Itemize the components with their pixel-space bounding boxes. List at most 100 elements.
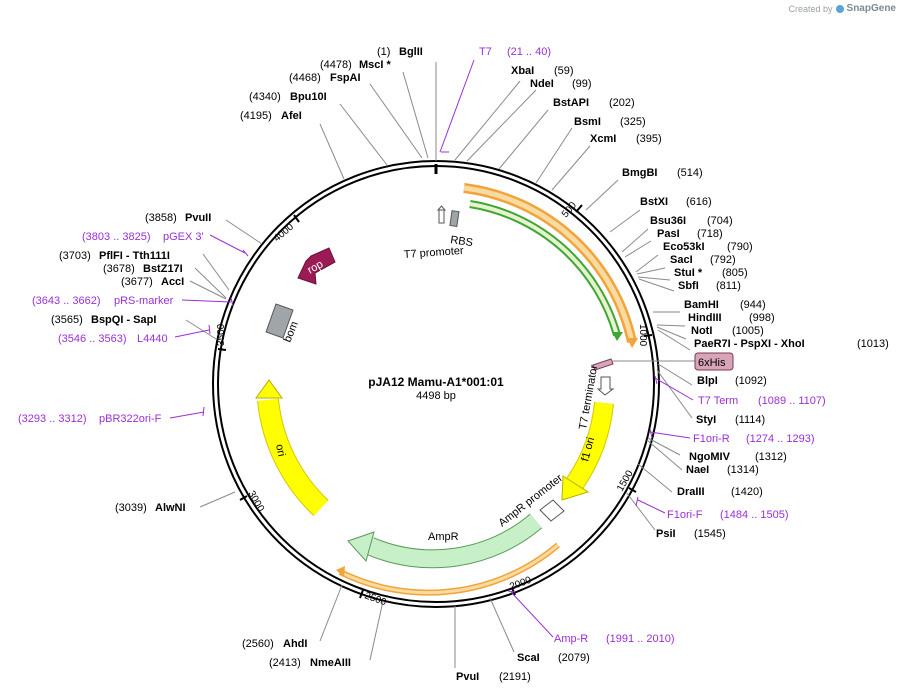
site-pasi-pos: (718)	[697, 228, 723, 240]
insert-orf-arrowhead	[627, 338, 638, 348]
svg-text:3000: 3000	[245, 489, 266, 514]
site-hindiii: HindIII	[688, 312, 722, 324]
site-bglii-pos: (1)	[377, 46, 390, 58]
snapgene-logo-text: SnapGene	[846, 3, 896, 14]
t7-promoter-feature	[436, 205, 447, 224]
site-psii-pos: (1545)	[694, 528, 726, 540]
site-naei-pos: (1314)	[727, 464, 759, 476]
site-hindiii-pos: (998)	[749, 312, 775, 324]
site-fspai: FspAI	[330, 72, 361, 84]
insert-gene-arrowhead	[612, 332, 623, 341]
svg-text:4000: 4000	[272, 221, 296, 244]
site-bspqi-sapi: BspQI - SapI	[91, 314, 156, 326]
site-paer7i-pspxi-xhoi: PaeR7I - PspXI - XhoI	[694, 338, 805, 350]
primer-f1ori-r-range: (1274 .. 1293)	[746, 433, 815, 445]
primer-f1ori-f: F1ori-F	[667, 509, 703, 521]
site-ahdi: AhdI	[283, 638, 307, 650]
site-fspai-pos: (4468)	[289, 72, 321, 84]
site-xbai-pos: (59)	[554, 65, 574, 77]
site-styi-pos: (1114)	[735, 414, 765, 426]
site-eco53ki: Eco53kI	[663, 241, 705, 253]
site-scai: ScaI	[517, 652, 540, 664]
site-eco53ki-pos: (790)	[727, 241, 753, 253]
site-xcmi-pos: (395)	[636, 133, 662, 145]
site-bpu10i: Bpu10I	[290, 91, 327, 103]
site-sbfi: SbfI	[678, 280, 699, 292]
site-bstapi-pos: (202)	[609, 97, 635, 109]
insert-orf-arc-inner	[463, 185, 635, 343]
site-bamhi: BamHI	[684, 299, 719, 311]
site-afei-pos: (4195)	[240, 110, 272, 122]
site-draiii-pos: (1420)	[731, 486, 763, 498]
site-afei: AfeI	[281, 110, 302, 122]
rbs-feature	[449, 210, 460, 228]
site-alwni: AlwNI	[155, 502, 186, 514]
site-bstxi: BstXI	[640, 196, 668, 208]
site-stui: StuI *	[674, 267, 703, 279]
site-ngomiv: NgoMIV	[689, 451, 731, 463]
site-bmgbi-pos: (514)	[677, 167, 703, 179]
bom-feature	[265, 303, 294, 339]
primer-t7-range: (21 .. 40)	[507, 46, 551, 58]
site-blpi-pos: (1092)	[735, 375, 767, 387]
site-bpu10i-pos: (4340)	[249, 91, 281, 103]
site-bsu36i: Bsu36I	[650, 215, 686, 227]
site-saci: SacI	[670, 254, 693, 266]
his-tag-label: 6xHis	[698, 357, 726, 369]
rbs-label: RBS	[450, 234, 474, 249]
site-ahdi-pos: (2560)	[242, 638, 274, 650]
site-xbai: XbaI	[511, 65, 534, 77]
site-bglii: BglII	[399, 46, 423, 58]
primer-pgex3-range: (3803 .. 3825)	[82, 231, 151, 243]
plasmid-name: pJA12 Mamu-A1*001:01	[368, 375, 504, 389]
site-bmgbi: BmgBI	[622, 167, 657, 179]
site-paer7i-pspxi-xhoi-pos: (1013)	[857, 338, 889, 350]
site-leaders	[185, 62, 693, 668]
site-scai-pos: (2079)	[558, 652, 590, 664]
tick-1000: 1000	[637, 324, 653, 347]
rop-feature	[297, 247, 336, 285]
ampr-label: AmpR	[428, 531, 459, 543]
primer-l4440-range: (3546 .. 3563)	[58, 333, 127, 345]
site-bstapi: BstAPI	[553, 97, 589, 109]
ori-label: ori	[273, 443, 287, 457]
site-pvui: PvuI	[456, 671, 479, 683]
svg-text:2500: 2500	[363, 590, 388, 608]
f1-ori-arrowhead	[561, 475, 590, 501]
primer-amp-r-range: (1991 .. 2010)	[606, 633, 675, 645]
site-draiii: DraIII	[677, 486, 705, 498]
site-bsmi: BsmI	[574, 116, 601, 128]
site-acci: AccI	[161, 276, 184, 288]
site-bamhi-pos: (944)	[740, 299, 766, 311]
primer-pbr322ori-f-range: (3293 .. 3312)	[18, 413, 87, 425]
site-acci-pos: (3677)	[121, 276, 153, 288]
primer-t7-term: T7 Term	[698, 395, 738, 407]
primer-l4440: L4440	[137, 333, 168, 345]
tick-2500: 2500	[359, 589, 388, 609]
f1-ori-feature	[567, 401, 613, 489]
ampr-arrowhead	[347, 531, 375, 563]
site-styi: StyI	[696, 414, 716, 426]
svg-text:3500: 3500	[216, 323, 227, 346]
site-pasi: PasI	[657, 228, 680, 240]
his-tag-badge	[694, 352, 734, 371]
his-tag-feature	[592, 358, 614, 371]
tick-500: 500	[560, 200, 583, 220]
site-bsu36i-pos: (704)	[707, 215, 733, 227]
t7-promoter-label: T7 promoter	[403, 245, 464, 261]
t7-terminator-feature	[596, 376, 615, 396]
primer-t7: T7	[479, 46, 492, 58]
ampr-orf-arc-inner	[339, 543, 559, 595]
primer-prs-marker-range: (3643 .. 3662)	[32, 295, 101, 307]
site-pvuii-pos: (3858)	[145, 212, 177, 224]
site-alwni-pos: (3039)	[115, 502, 147, 514]
snapgene-logo-icon	[835, 4, 844, 13]
site-psii: PsiI	[656, 528, 676, 540]
site-xcmi: XcmI	[590, 133, 616, 145]
site-naei: NaeI	[686, 464, 709, 476]
ori-feature	[258, 398, 328, 516]
primer-leaders	[169, 59, 694, 638]
site-bstz17i: BstZ17I	[143, 263, 183, 275]
site-ndei-pos: (99)	[572, 78, 592, 90]
site-blpi: BlpI	[697, 375, 718, 387]
